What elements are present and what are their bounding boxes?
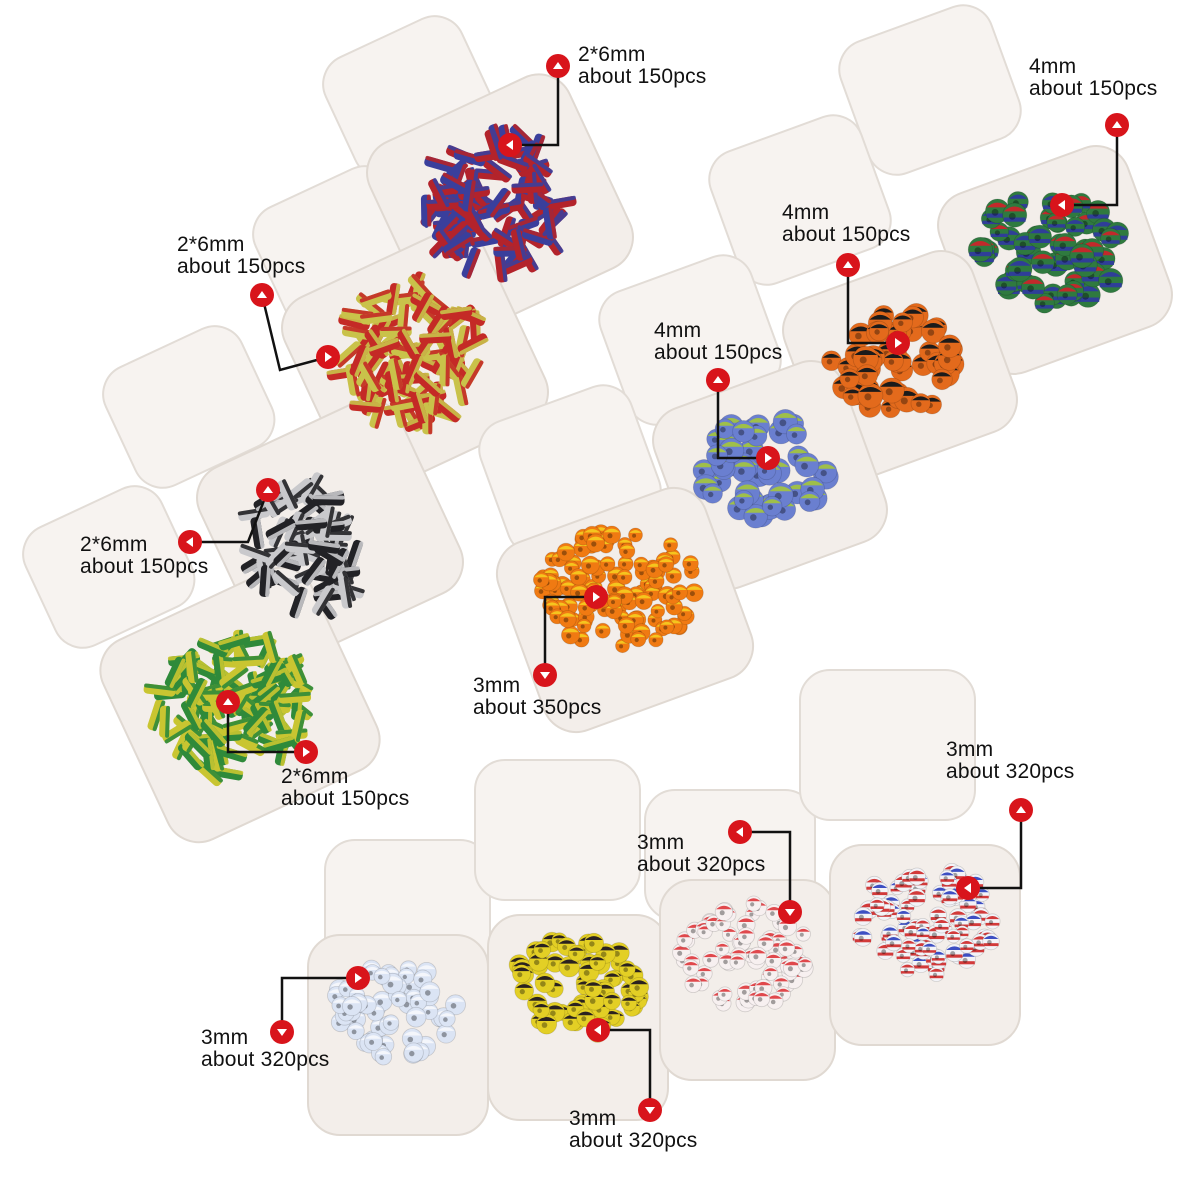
callout-label-multicolor-round: 4mm about 150pcs xyxy=(1029,56,1158,100)
arrow-up-icon xyxy=(706,368,730,392)
bead-pile xyxy=(420,123,577,283)
callout-label-red-blue-tube: 2*6mm about 150pcs xyxy=(578,44,707,88)
callout-label-red-white-striped: 3mm about 320pcs xyxy=(637,832,766,876)
arrow-up-icon xyxy=(1009,798,1033,822)
arrow-up-icon xyxy=(836,253,860,277)
arrow-down-icon xyxy=(533,663,557,687)
arrow-down-icon xyxy=(270,1020,294,1044)
arrow-right-icon xyxy=(316,345,340,369)
bottom-box-strip xyxy=(307,669,1021,1136)
bead-pile xyxy=(821,303,965,419)
lid xyxy=(478,4,1022,556)
quantity-text: about 150pcs xyxy=(782,223,911,246)
bead-pile xyxy=(237,472,365,620)
size-text: 2*6mm xyxy=(281,765,349,788)
bead-pile xyxy=(672,895,814,1013)
arrow-right-icon xyxy=(346,966,370,990)
callout-label-orange-black-round: 4mm about 150pcs xyxy=(782,202,911,246)
quantity-text: about 150pcs xyxy=(654,341,783,364)
callout-label-light-blue-white: 3mm about 320pcs xyxy=(201,1027,330,1071)
callout-label-orange-yellow-round: 3mm about 350pcs xyxy=(473,675,602,719)
quantity-text: about 150pcs xyxy=(281,787,410,810)
arrow-right-icon xyxy=(886,331,910,355)
arrow-right-icon xyxy=(294,740,318,764)
bead-pile xyxy=(143,629,314,787)
arrow-left-icon xyxy=(178,530,202,554)
arrow-up-icon xyxy=(1105,113,1129,137)
quantity-text: about 320pcs xyxy=(569,1129,698,1152)
quantity-text: about 150pcs xyxy=(177,255,306,278)
quantity-text: about 350pcs xyxy=(473,696,602,719)
size-text: 4mm xyxy=(1029,55,1077,78)
size-text: 3mm xyxy=(637,831,685,854)
quantity-text: about 150pcs xyxy=(578,65,707,88)
size-text: 4mm xyxy=(782,201,830,224)
callout-label-green-yellow-tube: 2*6mm about 150pcs xyxy=(281,766,410,810)
size-text: 3mm xyxy=(946,738,994,761)
quantity-text: about 320pcs xyxy=(637,853,766,876)
callout-markers xyxy=(178,54,1129,1122)
arrow-up-icon xyxy=(256,478,280,502)
quantity-text: about 320pcs xyxy=(946,760,1075,783)
callout-label-blue-red-white: 3mm about 320pcs xyxy=(946,739,1075,783)
arrow-up-icon xyxy=(546,54,570,78)
arrow-right-icon xyxy=(584,585,608,609)
size-text: 2*6mm xyxy=(578,43,646,66)
right-box-strip xyxy=(478,4,1173,734)
bead-pile xyxy=(692,408,839,529)
size-text: 3mm xyxy=(201,1026,249,1049)
callout-label-red-yellow-tube: 2*6mm about 150pcs xyxy=(177,234,306,278)
arrow-down-icon xyxy=(638,1098,662,1122)
size-text: 2*6mm xyxy=(80,533,148,556)
bead-pile xyxy=(851,863,1001,982)
bead-pile xyxy=(326,271,489,435)
size-text: 3mm xyxy=(569,1107,617,1130)
size-text: 2*6mm xyxy=(177,233,245,256)
arrow-left-icon xyxy=(586,1018,610,1042)
arrow-right-icon xyxy=(756,446,780,470)
arrow-left-icon xyxy=(956,876,980,900)
arrow-left-icon xyxy=(498,133,522,157)
arrow-down-icon xyxy=(778,900,802,924)
callout-label-blue-green-round: 4mm about 150pcs xyxy=(654,320,783,364)
arrow-left-icon xyxy=(1050,193,1074,217)
quantity-text: about 150pcs xyxy=(1029,77,1158,100)
arrow-up-icon xyxy=(216,690,240,714)
arrow-left-icon xyxy=(728,820,752,844)
callout-label-black-white-tube: 2*6mm about 150pcs xyxy=(80,534,209,578)
bead-pile xyxy=(327,959,466,1066)
arrow-up-icon xyxy=(250,283,274,307)
left-box-strip xyxy=(22,15,634,844)
size-text: 3mm xyxy=(473,674,521,697)
size-text: 4mm xyxy=(654,319,702,342)
leader-lines xyxy=(190,66,1119,1110)
bead-pile xyxy=(508,931,650,1043)
quantity-text: about 150pcs xyxy=(80,555,209,578)
quantity-text: about 320pcs xyxy=(201,1048,330,1071)
callout-label-yellow-black: 3mm about 320pcs xyxy=(569,1108,698,1152)
